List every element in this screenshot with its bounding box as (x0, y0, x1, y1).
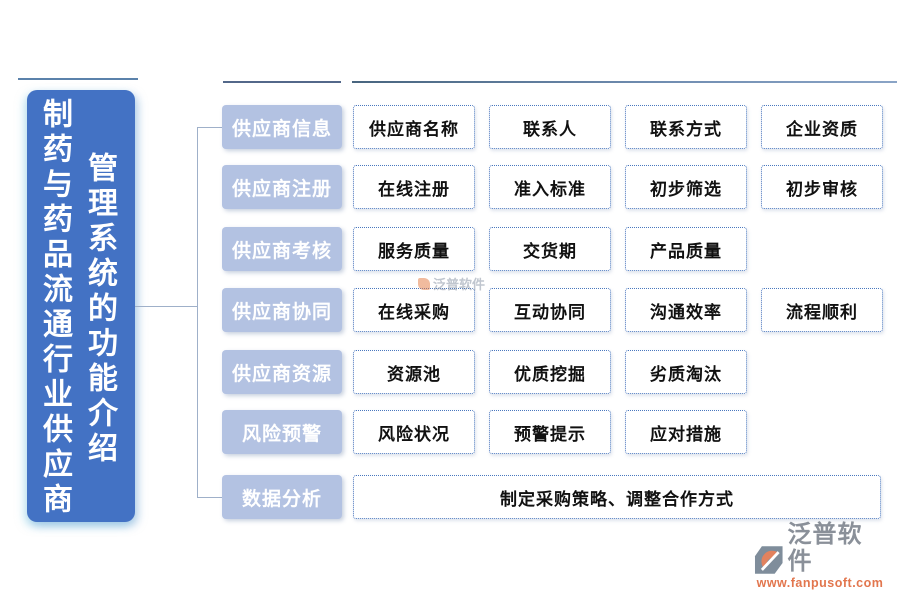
feature-box-3-2: 交货期 (489, 227, 611, 271)
feature-box-4-4: 流程顺利 (761, 288, 883, 332)
feature-box-2-3: 初步筛选 (625, 165, 747, 209)
feature-box-1-1: 供应商名称 (353, 105, 475, 149)
top-rule-middle (223, 81, 341, 83)
feature-box-2-2: 准入标准 (489, 165, 611, 209)
connector-banner-to-trunk (135, 306, 197, 307)
connector-stub-top (197, 127, 222, 128)
feature-box-6-3: 应对措施 (625, 410, 747, 454)
banner-title-line-2: 管理系统的功能介绍 (83, 152, 116, 467)
vendor-brand-text: 泛普软件 (787, 521, 863, 575)
feature-box-4-1: 在线采购 (353, 288, 475, 332)
vendor-logo: 泛普软件 www.fanpusoft.com (754, 522, 886, 590)
category-label-7: 数据分析 (222, 475, 342, 519)
connector-trunk-vertical (197, 127, 198, 498)
feature-box-2-4: 初步审核 (761, 165, 883, 209)
feature-box-6-1: 风险状况 (353, 410, 475, 454)
category-label-5: 供应商资源 (222, 350, 342, 394)
feature-box-5-2: 优质挖掘 (489, 350, 611, 394)
feature-box-7-1: 制定采购策略、调整合作方式 (353, 475, 881, 519)
banner-title-line-1: 制药与药品流通行业供应商 (38, 98, 71, 518)
top-rule-left (18, 78, 138, 80)
feature-box-5-1: 资源池 (353, 350, 475, 394)
feature-box-1-2: 联系人 (489, 105, 611, 149)
feature-box-1-4: 企业资质 (761, 105, 883, 149)
feature-box-4-3: 沟通效率 (625, 288, 747, 332)
category-label-4: 供应商协同 (222, 288, 342, 332)
fanpu-logo-icon (754, 546, 783, 574)
feature-box-1-3: 联系方式 (625, 105, 747, 149)
feature-box-6-2: 预警提示 (489, 410, 611, 454)
title-banner: 制药与药品流通行业供应商 管理系统的功能介绍 (27, 90, 135, 522)
connector-stub-bottom (197, 497, 222, 498)
top-rule-right (352, 81, 897, 83)
feature-box-4-2: 互动协同 (489, 288, 611, 332)
feature-box-2-1: 在线注册 (353, 165, 475, 209)
category-label-3: 供应商考核 (222, 227, 342, 271)
feature-box-3-1: 服务质量 (353, 227, 475, 271)
vendor-website-text: www.fanpusoft.com (756, 576, 884, 590)
category-label-2: 供应商注册 (222, 165, 342, 209)
category-label-1: 供应商信息 (222, 105, 342, 149)
feature-box-3-3: 产品质量 (625, 227, 747, 271)
feature-box-5-3: 劣质淘汰 (625, 350, 747, 394)
category-label-6: 风险预警 (222, 410, 342, 454)
